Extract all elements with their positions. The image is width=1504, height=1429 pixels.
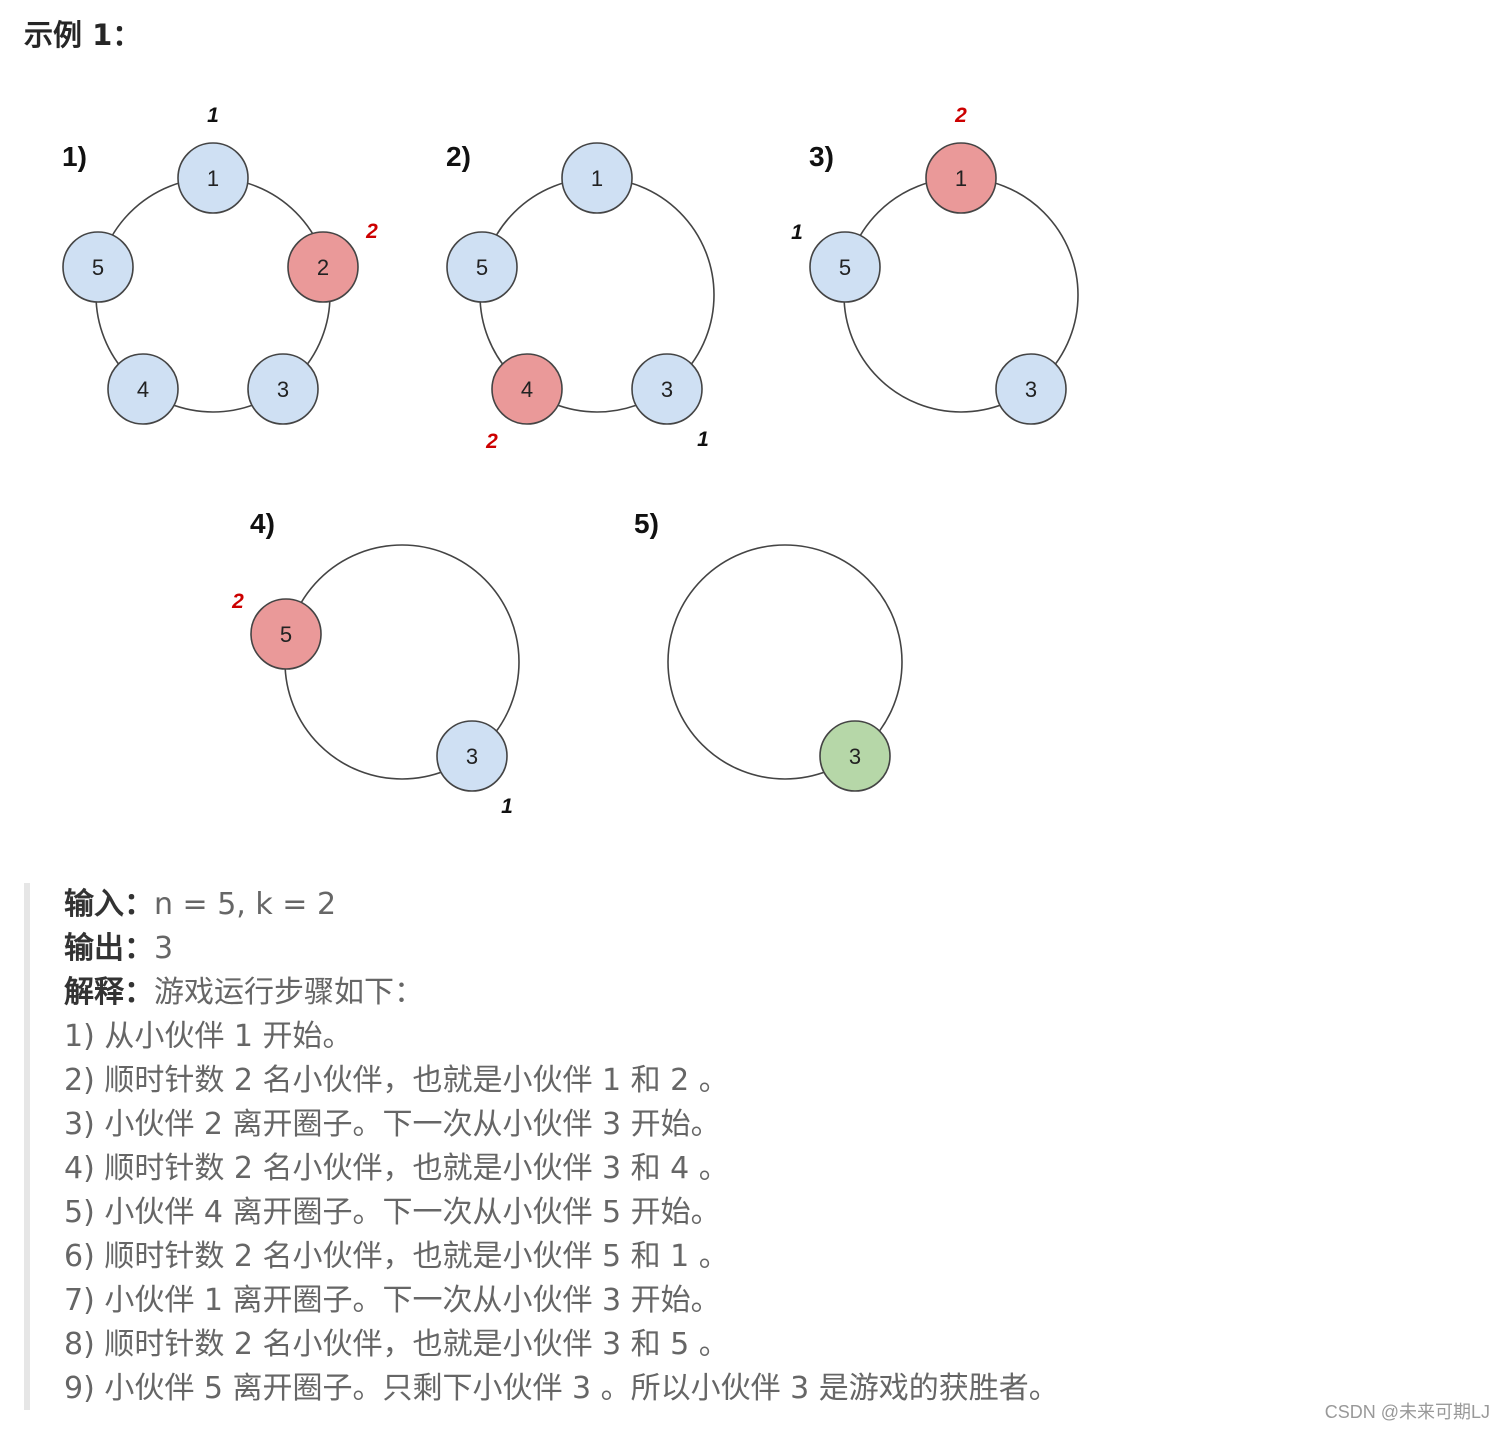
count-label: 2 bbox=[954, 104, 967, 127]
node: 1 bbox=[561, 142, 633, 214]
blockquote-bar bbox=[24, 883, 30, 1410]
step-label-5: 5) bbox=[634, 508, 659, 539]
count-label: 1 bbox=[501, 795, 513, 818]
node-label: 4 bbox=[137, 377, 149, 402]
node-label: 3 bbox=[466, 744, 478, 769]
count-label: 2 bbox=[485, 430, 498, 453]
step-label-1: 1) bbox=[62, 141, 87, 172]
node-label: 1 bbox=[207, 166, 219, 191]
watermark: CSDN @未来可期LJ bbox=[1324, 1402, 1490, 1422]
explanation-step: 5) 小伙伴 4 离开圈子。下一次从小伙伴 5 开始。 bbox=[64, 1195, 721, 1230]
node-circle bbox=[436, 720, 508, 792]
explanation-step: 7) 小伙伴 1 离开圈子。下一次从小伙伴 3 开始。 bbox=[64, 1283, 721, 1318]
node-circle bbox=[631, 353, 703, 425]
node: 1 bbox=[177, 142, 249, 214]
node-circle bbox=[819, 720, 891, 792]
node-circle bbox=[247, 353, 319, 425]
node: 5 bbox=[809, 231, 881, 303]
explanation-step: 9) 小伙伴 5 离开圈子。只剩下小伙伴 3 。所以小伙伴 3 是游戏的获胜者。 bbox=[64, 1371, 1059, 1406]
node: 2 bbox=[287, 231, 359, 303]
explanation-step: 4) 顺时针数 2 名小伙伴，也就是小伙伴 3 和 4 。 bbox=[64, 1151, 729, 1186]
node-label: 3 bbox=[849, 744, 861, 769]
node-label: 3 bbox=[1025, 377, 1037, 402]
explain-line: 解释：游戏运行步骤如下： bbox=[64, 971, 1059, 1015]
explanation-step: 6) 顺时针数 2 名小伙伴，也就是小伙伴 5 和 1 。 bbox=[64, 1239, 729, 1274]
game-diagram: 1) 2) 3) 4) 5) 1 2 3 4 5 1 2 1 3 4 5 1 2 bbox=[62, 104, 1079, 818]
node-circle bbox=[177, 142, 249, 214]
node-label: 5 bbox=[476, 255, 488, 280]
explanation-step: 1) 从小伙伴 1 开始。 bbox=[64, 1019, 353, 1054]
count-label: 1 bbox=[791, 221, 803, 244]
node: 4 bbox=[491, 353, 563, 425]
count-label: 2 bbox=[365, 220, 378, 243]
node: 3 bbox=[631, 353, 703, 425]
output-value: 3 bbox=[154, 931, 174, 966]
node: 5 bbox=[250, 598, 322, 670]
input-key: 输入： bbox=[64, 887, 154, 922]
node-label: 3 bbox=[661, 377, 673, 402]
node-circle bbox=[107, 353, 179, 425]
step-label-2: 2) bbox=[446, 141, 471, 172]
node: 1 bbox=[925, 142, 997, 214]
node-circle bbox=[925, 142, 997, 214]
step-label-4: 4) bbox=[250, 508, 275, 539]
output-key: 输出： bbox=[64, 931, 154, 966]
explanation-step: 8) 顺时针数 2 名小伙伴，也就是小伙伴 3 和 5 。 bbox=[64, 1327, 729, 1362]
node-label: 1 bbox=[955, 166, 967, 191]
node-circle bbox=[62, 231, 134, 303]
node: 3 bbox=[995, 353, 1067, 425]
node-circle bbox=[491, 353, 563, 425]
node: 5 bbox=[446, 231, 518, 303]
count-label: 1 bbox=[207, 104, 219, 127]
node-label: 5 bbox=[92, 255, 104, 280]
example-heading: 示例 1： bbox=[24, 18, 142, 52]
node-circle bbox=[446, 231, 518, 303]
node-circle bbox=[995, 353, 1067, 425]
node-circle bbox=[809, 231, 881, 303]
input-value: n = 5, k = 2 bbox=[154, 887, 337, 922]
node-circle bbox=[250, 598, 322, 670]
node: 4 bbox=[107, 353, 179, 425]
explain-value: 游戏运行步骤如下： bbox=[154, 975, 424, 1010]
explanation-step: 2) 顺时针数 2 名小伙伴，也就是小伙伴 1 和 2 。 bbox=[64, 1063, 729, 1098]
explain-key: 解释： bbox=[64, 975, 154, 1010]
output-line: 输出：3 bbox=[64, 927, 1059, 971]
node-label: 2 bbox=[317, 255, 329, 280]
node: 3 bbox=[247, 353, 319, 425]
node-label: 4 bbox=[521, 377, 533, 402]
node-label: 1 bbox=[591, 166, 603, 191]
explanation-step: 3) 小伙伴 2 离开圈子。下一次从小伙伴 3 开始。 bbox=[64, 1107, 721, 1142]
input-line: 输入：n = 5, k = 2 bbox=[64, 883, 1059, 927]
node-label: 5 bbox=[280, 622, 292, 647]
node-circle bbox=[561, 142, 633, 214]
node: 3 bbox=[819, 720, 891, 792]
node: 5 bbox=[62, 231, 134, 303]
count-label: 1 bbox=[697, 428, 709, 451]
ring-step-5 bbox=[667, 544, 903, 780]
node-label: 3 bbox=[277, 377, 289, 402]
node: 3 bbox=[436, 720, 508, 792]
node-circle bbox=[287, 231, 359, 303]
node-label: 5 bbox=[839, 255, 851, 280]
step-label-3: 3) bbox=[809, 141, 834, 172]
count-label: 2 bbox=[231, 590, 244, 613]
example-block: 输入：n = 5, k = 2 输出：3 解释：游戏运行步骤如下： 1) 从小伙… bbox=[64, 883, 1059, 1411]
